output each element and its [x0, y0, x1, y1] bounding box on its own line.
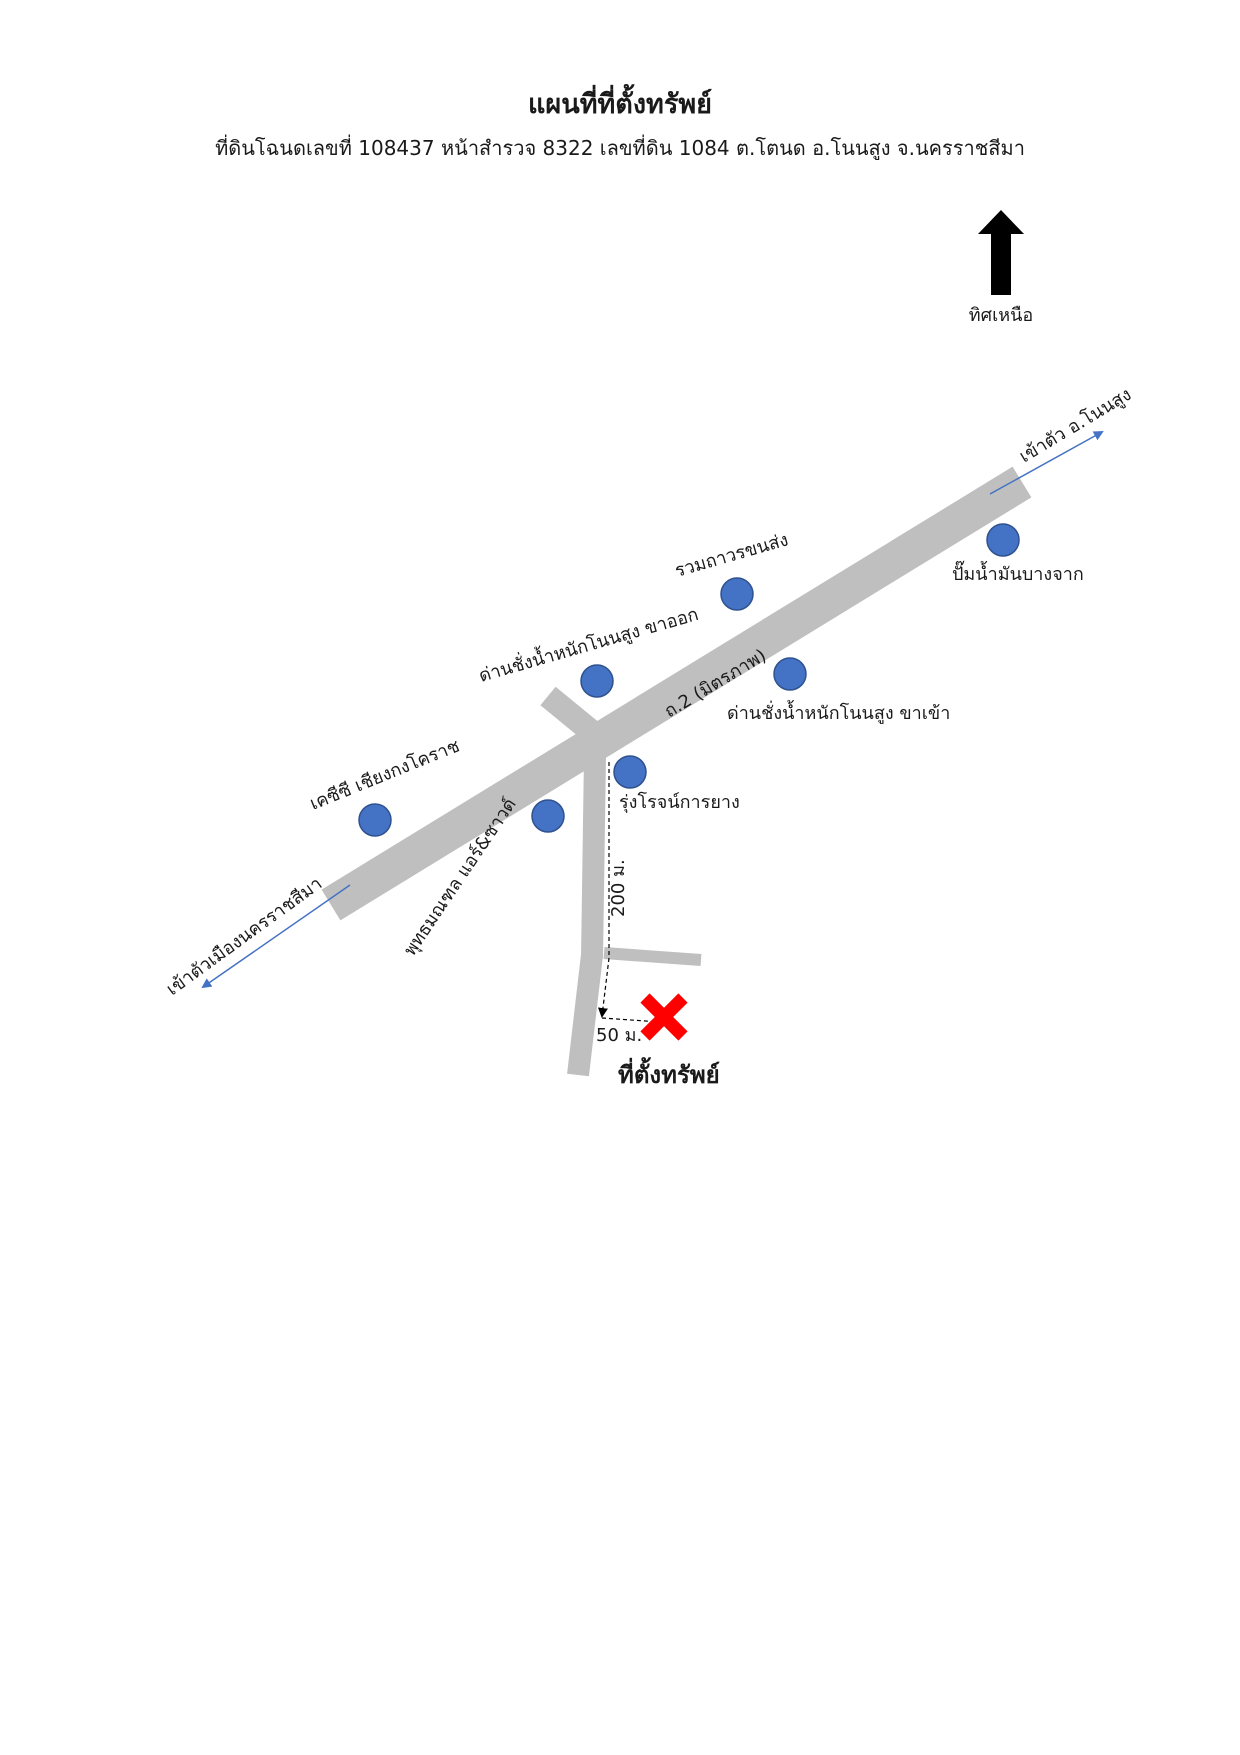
landmark-dot-icon: [580, 664, 614, 698]
landmarks: [358, 523, 1020, 837]
property-label: ที่ตั้งทรัพย์: [618, 1056, 720, 1089]
landmark-dot-icon: [531, 799, 565, 833]
landmark-label: รุ่งโรจน์การยาง: [619, 791, 740, 813]
landmark-dot-icon: [613, 755, 647, 789]
red-x-marker-icon: [640, 993, 688, 1041]
distance-50-line: [601, 1017, 661, 1023]
landmark-dot-icon: [720, 577, 754, 611]
soi-road-lower: [567, 953, 603, 1077]
to-city-label: เข้าตัวเมืองนครราชสีมา: [163, 873, 327, 1000]
landmark-dot-icon: [773, 657, 807, 691]
landmark-label: เคซีซี เชียงกงโคราช: [307, 735, 463, 815]
distance-200-label: 200 ม.: [608, 859, 629, 917]
to-district-label: เข้าตัว อ.โนนสูง: [1015, 383, 1135, 467]
to-city-arrow: [201, 884, 351, 989]
distance-guide: [597, 957, 610, 1018]
roads: [321, 466, 1032, 1077]
landmark-label: รวมถาวรขนส่ง: [673, 529, 791, 581]
main-road: [321, 466, 1032, 921]
north-label: ทิศเหนือ: [969, 305, 1033, 326]
landmark-dot-icon: [358, 803, 392, 837]
soi-road: [581, 754, 606, 959]
map-title: แผนที่ที่ตั้งทรัพย์: [528, 89, 712, 120]
distance-50-label: 50 ม.: [596, 1025, 642, 1046]
to-district-arrow: [989, 431, 1104, 495]
landmark-dot-icon: [986, 523, 1020, 557]
landmark-label: ปั๊มน้ำมันบางจาก: [952, 560, 1084, 585]
north-arrow-icon: [978, 210, 1024, 295]
landmark-label: ด่านชั่งน้ำหนักโนนสูง ขาเข้า: [727, 700, 950, 724]
side-road-east: [603, 947, 702, 966]
side-road-north: [540, 686, 606, 747]
map-subtitle: ที่ดินโฉนดเลขที่ 108437 หน้าสำรวจ 8322 เ…: [215, 136, 1025, 160]
